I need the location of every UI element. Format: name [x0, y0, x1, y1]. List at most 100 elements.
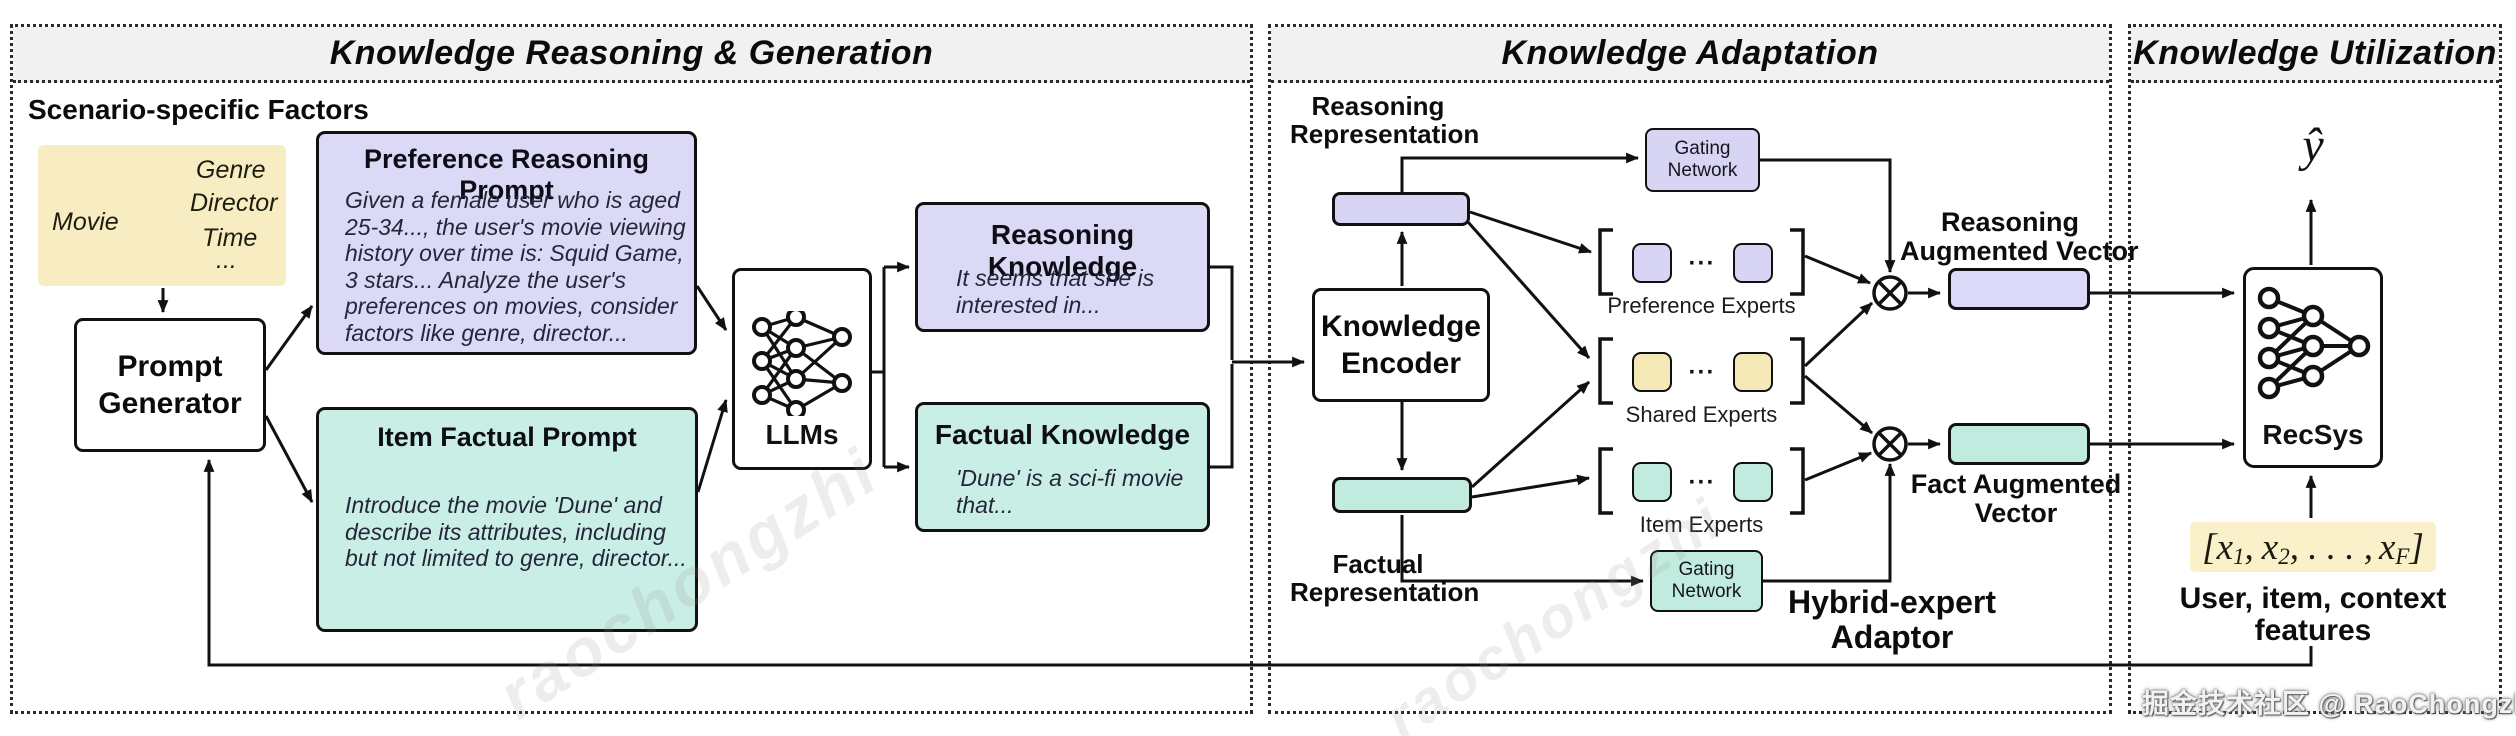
preference-body-line: 3 stars... Analyze the user's [345, 266, 626, 293]
reasoning-augmented-vector-label: Reasoning Augmented Vector [1900, 207, 2139, 266]
preference-expert-square [1632, 243, 1672, 283]
math-subscript: 2 [2278, 543, 2290, 569]
recsys-network-icon [2257, 286, 2371, 400]
preference-prompt-body: Given a female user who is aged 25-34...… [345, 187, 686, 346]
llms-branch [872, 267, 886, 467]
preference-reasoning-prompt-box: Preference Reasoning Prompt Given a fema… [316, 131, 697, 355]
site-watermark: 掘金技术社区 @ RaoChongzhi [2142, 689, 2516, 719]
recsys-box: RecSys [2243, 267, 2383, 468]
arrow-preference-to-llms [695, 285, 728, 331]
item-experts-label: Item Experts [1639, 512, 1764, 537]
panel-header-reasoning: Knowledge Reasoning & Generation [13, 27, 1250, 83]
preference-prompt-title: Preference Reasoning Prompt [363, 144, 650, 205]
llms-label: LLMs [765, 419, 839, 450]
reasoning-representation-label: Reasoning Representation [1290, 92, 1480, 149]
factor-root-movie: Movie [52, 208, 119, 236]
arrow-factrep-to-item-experts [1471, 474, 1591, 499]
math-token: , . . . , [2289, 526, 2373, 568]
prompt-generator-box: Prompt Generator [74, 318, 266, 452]
hybrid-expert-adaptor-label: Hybrid-expert Adaptor [1782, 585, 2002, 655]
item-body-line: but not limited to genre, director... [345, 545, 687, 571]
preference-body-line: preferences on movies, consider [345, 293, 678, 319]
factual-representation-label: Factual Representation [1290, 549, 1479, 606]
item-factual-prompt-box: Item Factual Prompt Introduce the movie … [316, 407, 698, 632]
feedback-loop [203, 458, 2313, 667]
item-expert-square [1632, 462, 1672, 502]
math-subscript: F [2395, 543, 2410, 569]
factor-genre: Genre [196, 156, 266, 184]
arrow-reasonrep-to-gating [1400, 152, 1640, 192]
gating-network-bottom-box: Gating Network [1650, 550, 1763, 612]
panel-knowledge-utilization: Knowledge Utilization [2128, 24, 2502, 714]
factual-knowledge-body: 'Dune' is a sci-fi movie that... [956, 465, 1183, 519]
multiply-node-top [1872, 275, 1908, 311]
fact-augmented-vector-bar [1948, 423, 2090, 465]
arrow-gating-to-multiply-top [1760, 158, 1896, 274]
adaptor-line2: Adaptor [1830, 619, 1954, 655]
reasoning-representation-bar [1332, 192, 1470, 226]
expert-brackets [1598, 228, 1805, 515]
factual-knowledge-box: Factual Knowledge 'Dune' is a sci-fi mov… [915, 402, 1210, 532]
item-body-line: describe its attributes, including [345, 518, 666, 545]
preference-body-line: 25-34..., the user's movie viewing [345, 213, 686, 240]
bracket-item-left [1598, 447, 1613, 515]
preference-body-line: history over time is: Squid Game, [345, 240, 684, 266]
item-prompt-body: Introduce the movie 'Dune' and describe … [345, 492, 687, 572]
fact-vector-line1: Fact Augmented [1910, 469, 2122, 499]
arrow-factrep-to-shared-experts [1470, 380, 1591, 489]
fact-augmented-vector-label: Fact Augmented Vector [1906, 470, 2126, 528]
arrow-shared-to-multiply-bottom [1804, 374, 1873, 435]
gating-top-line2: Network [1667, 160, 1738, 181]
llms-box: LLMs [732, 268, 872, 470]
shared-experts-label: Shared Experts [1625, 402, 1778, 427]
math-token: [ [2202, 526, 2217, 568]
arrow-generator-to-preference [264, 305, 314, 371]
factual-knowledge-line: 'Dune' is a sci-fi movie [956, 465, 1184, 491]
reasoning-knowledge-line: interested in... [956, 292, 1101, 318]
reasoning-repr-line2: Representation [1290, 119, 1480, 149]
reasoning-vector-line2: Augmented Vector [1900, 236, 2139, 266]
knowledge-encoder-line2: Encoder [1340, 347, 1462, 380]
bracket-item-right [1790, 447, 1805, 515]
reasoning-knowledge-body: It seems that she is interested in... [956, 265, 1154, 319]
shared-experts-dots: ··· [1688, 359, 1716, 386]
arrow-gating-to-multiply-bottom [1763, 462, 1896, 583]
reasoning-knowledge-line: It seems that she is [956, 265, 1155, 291]
features-label-line2: features [2254, 614, 2372, 647]
bracket-shared-left [1598, 337, 1613, 405]
panel-title-utilization: Knowledge Utilization [2133, 34, 2497, 72]
math-token: ] [2409, 526, 2424, 568]
reasoning-vector-line1: Reasoning [1940, 207, 2080, 237]
bracket-preference-right [1790, 228, 1805, 296]
arrow-item-to-llms [696, 398, 728, 493]
connectors-middle [1396, 152, 2236, 587]
gating-bottom-line1: Gating [1678, 559, 1735, 580]
gating-bottom-line2: Network [1671, 581, 1742, 602]
bracket-preference-left [1598, 228, 1613, 296]
reasoning-augmented-vector-bar [1948, 268, 2090, 310]
gating-top-line1: Gating [1674, 138, 1731, 159]
math-token: , [2244, 526, 2254, 568]
item-body-line: Introduce the movie 'Dune' and [345, 492, 662, 518]
panel-header-adaptation: Knowledge Adaptation [1271, 27, 2109, 83]
gating-network-top-box: Gating Network [1645, 128, 1760, 192]
reasoning-knowledge-box: Reasoning Knowledge It seems that she is… [915, 202, 1210, 332]
arrow-item-to-multiply [1804, 451, 1873, 482]
factual-representation-bar [1332, 477, 1472, 513]
prompt-generator-line1: Prompt [117, 350, 223, 383]
item-expert-square [1733, 462, 1773, 502]
arrow-factrep-to-gating-bottom [1400, 515, 1645, 587]
math-subscript: 1 [2233, 543, 2245, 569]
features-label: User, item, context features [2170, 583, 2456, 647]
factor-box [38, 145, 286, 286]
math-token: x [2216, 526, 2233, 568]
factor-time: Time [202, 224, 258, 252]
factual-knowledge-title: Factual Knowledge [934, 419, 1191, 450]
panel-title-reasoning: Knowledge Reasoning & Generation [329, 34, 934, 72]
knowledge-encoder-line1: Knowledge [1320, 310, 1481, 343]
shared-expert-square [1632, 352, 1672, 392]
factual-repr-line1: Factual [1332, 549, 1424, 579]
math-token: x [2378, 526, 2396, 568]
